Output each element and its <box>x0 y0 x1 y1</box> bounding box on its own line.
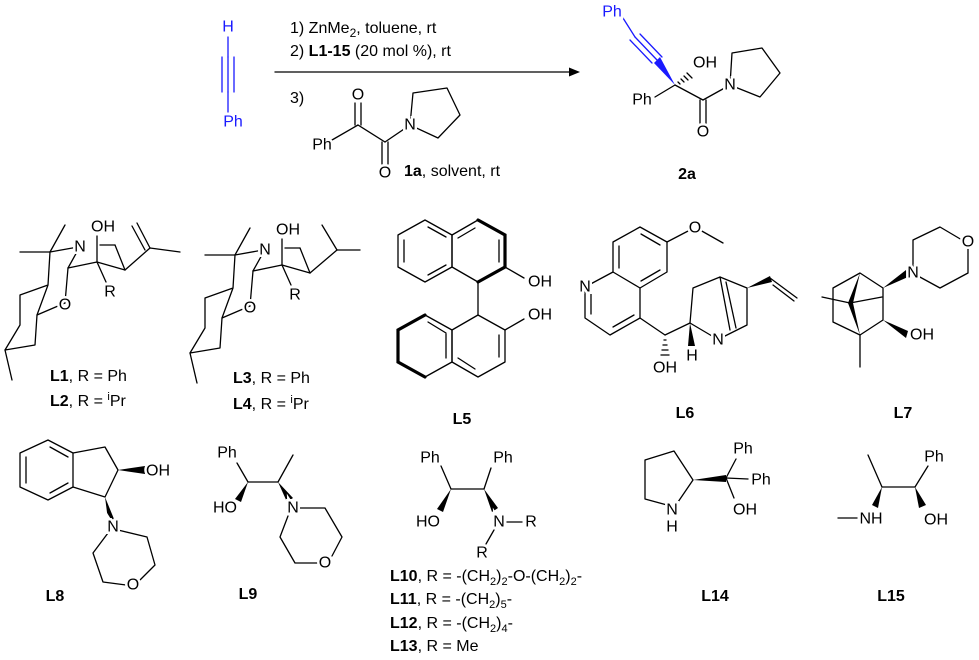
atom-o: O <box>697 124 709 141</box>
atom-oh: OH <box>693 55 717 72</box>
product-label: 2a <box>678 166 696 183</box>
atom-r: R <box>525 514 537 531</box>
ligand-L14-label: L14 <box>701 588 729 605</box>
ligand-L3-structure: OH N R O <box>189 219 361 384</box>
ligand-L1-structure: OH N R O <box>4 216 126 381</box>
ligand-L4-label: L4, R = iPr <box>233 394 309 413</box>
atom-oh: OH <box>910 327 934 344</box>
atom-o: O <box>59 297 71 314</box>
condition-step-3: 3) <box>290 90 304 107</box>
substrate-label: 1a, solvent, rt <box>404 163 501 180</box>
atom-ph: Ph <box>602 4 622 21</box>
atom-o: O <box>962 234 974 251</box>
atom-o: O <box>379 165 391 182</box>
atom-n: N <box>404 117 416 134</box>
ligand-L15-label: L15 <box>877 588 905 605</box>
ligand-L10-structure: Ph Ph HO N R R <box>414 447 540 564</box>
ligand-L15-structure: NH Ph OH <box>837 446 951 531</box>
atom-ph: Ph <box>217 445 237 462</box>
atom-ph: Ph <box>924 449 944 466</box>
atom-ph: Ph <box>420 450 440 467</box>
atom-r: R <box>476 545 488 562</box>
atom-ho: HO <box>213 500 237 517</box>
atom-n: N <box>666 502 678 519</box>
reaction-arrow <box>274 67 580 77</box>
atom-o: O <box>319 555 331 572</box>
atom-ph: Ph <box>632 92 652 109</box>
atom-oh: OH <box>276 222 300 239</box>
ligand-L6-label: L6 <box>676 405 695 422</box>
ligand-L7-label: L7 <box>894 405 913 422</box>
atom-o: O <box>244 300 256 317</box>
atom-oh: OH <box>91 219 115 236</box>
atom-n: N <box>493 514 505 531</box>
atom-oh: OH <box>146 463 170 480</box>
ligand-L11-label: L11, R = -(CH2)5- <box>390 591 512 611</box>
ligand-L6-structure: N O OH H N <box>577 217 798 379</box>
atom-n: N <box>579 279 591 296</box>
ligand-L12-label: L12, R = -(CH2)4- <box>390 615 513 635</box>
atom-ph: Ph <box>312 137 332 154</box>
atom-ph: Ph <box>223 114 243 131</box>
atom-o: O <box>352 87 364 104</box>
isopropenyl-group <box>124 222 181 271</box>
ligand-L8-structure: OH N O <box>19 439 173 596</box>
ligand-L10-label: L10, R = -(CH2)2-O-(CH2)2- <box>390 568 582 588</box>
atom-o: O <box>127 577 139 594</box>
atom-n: N <box>724 77 736 94</box>
ligand-L8-label: L8 <box>46 588 65 605</box>
atom-n: N <box>107 519 119 536</box>
condition-step-2: 2) L1-15 (20 mol %), rt <box>290 43 451 60</box>
ligand-L9-structure: Ph HO N O <box>211 442 343 574</box>
ligand-L14-structure: N H Ph Ph OH <box>644 438 773 538</box>
atom-ph: Ph <box>751 472 771 489</box>
ligand-L7-structure: N O OH <box>821 226 977 368</box>
atom-ph: Ph <box>493 450 513 467</box>
atom-ph: Ph <box>733 441 753 458</box>
atom-h: H <box>666 519 678 536</box>
atom-h: H <box>686 348 698 365</box>
atom-oh: OH <box>733 502 757 519</box>
atom-ho: HO <box>416 514 440 531</box>
substrate-1a: Ph O O N <box>310 84 461 184</box>
atom-n: N <box>907 265 919 282</box>
ligand-L1-label: L1, R = Ph <box>50 368 127 385</box>
condition-step-1: 1) ZnMe2, toluene, rt <box>290 20 437 40</box>
atom-n: N <box>259 242 271 259</box>
ligand-L13-label: L13, R = Me <box>390 638 479 655</box>
atom-oh: OH <box>528 307 552 324</box>
ligand-L5-structure: OH OH <box>396 218 555 379</box>
atom-o: O <box>689 220 701 237</box>
phenylacetylene: H Ph <box>220 16 246 133</box>
atom-oh: OH <box>528 274 552 291</box>
atom-n: N <box>74 239 86 256</box>
ligand-L9-label: L9 <box>239 586 258 603</box>
atom-oh: OH <box>924 512 948 529</box>
atom-n: N <box>287 500 299 517</box>
ligand-L5-label: L5 <box>453 411 472 428</box>
atom-oh: OH <box>653 360 677 377</box>
atom-n: N <box>712 332 724 349</box>
product-2a: Ph OH Ph O N <box>600 1 781 143</box>
atom-h: H <box>222 19 234 36</box>
ligand-L2-label: L2, R = iPr <box>50 391 126 410</box>
atom-nh: NH <box>859 511 882 528</box>
ligand-L3-label: L3, R = Ph <box>233 370 310 387</box>
atom-r: R <box>289 287 301 304</box>
atom-r: R <box>104 284 116 301</box>
